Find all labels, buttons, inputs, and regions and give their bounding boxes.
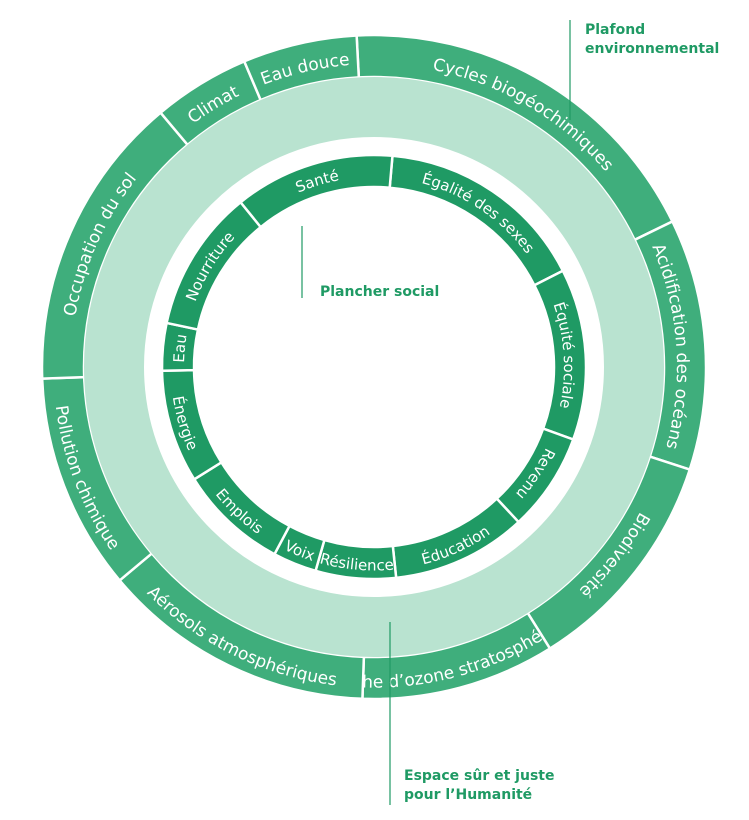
callout-espace-sur-et-juste: Espace sûr et juste pour l’Humanité [404, 768, 555, 803]
center-hole [194, 187, 554, 547]
callout-plancher-social: Plancher social [320, 284, 440, 300]
callout-plafond-environnemental: Plafond environnemental [585, 22, 720, 57]
leader-lines [301, 20, 571, 805]
inner-label-eau: Eau [170, 333, 191, 363]
safe-space-ring [84, 77, 664, 657]
